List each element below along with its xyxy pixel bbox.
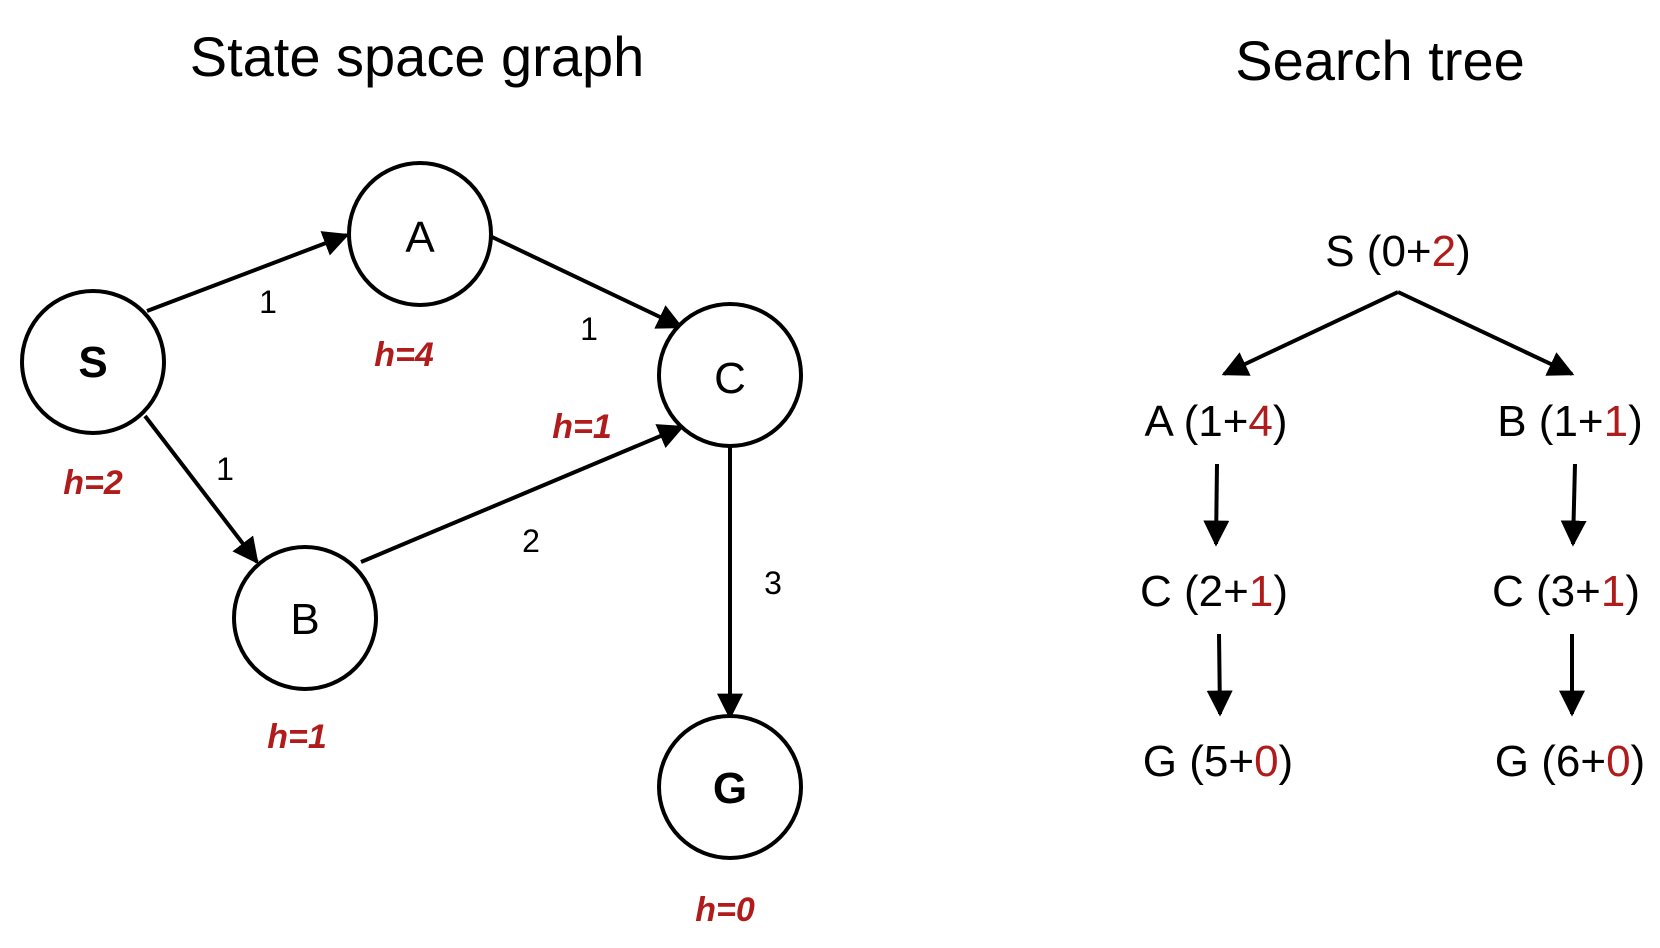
edge-a-c <box>489 234 684 329</box>
tree-node-left-2: G (5+0) <box>1143 737 1293 786</box>
edge-b-c <box>360 424 685 564</box>
node-circle-s <box>20 289 166 435</box>
node-label-b: B <box>290 595 319 644</box>
tree-edge-left-2 <box>1206 633 1233 717</box>
edge-weights: 1 1 1 2 3 <box>216 284 782 601</box>
weight-c-g: 3 <box>764 565 782 601</box>
heuristic-labels: h=2 h=4 h=1 h=1 h=0 <box>63 336 755 929</box>
heuristic-s: h=2 <box>63 464 123 502</box>
tree-edge-right-1 <box>1560 463 1587 547</box>
graph-node-s: S <box>20 289 166 435</box>
node-label-s: S <box>78 338 107 387</box>
weight-s-b: 1 <box>216 451 234 487</box>
edge-s-a <box>146 231 350 313</box>
node-label-c: C <box>714 354 746 403</box>
tree-edge-left-1 <box>1203 463 1230 547</box>
tree-title: Search tree <box>1235 29 1525 92</box>
edge-s-b <box>143 414 259 565</box>
graph-node-a: A <box>347 161 493 307</box>
tree-node-left-0: A (1+4) <box>1144 397 1287 446</box>
node-label-g: G <box>713 764 747 813</box>
heuristic-b: h=1 <box>267 718 327 756</box>
heuristic-c: h=1 <box>552 408 612 446</box>
weight-a-c: 1 <box>580 311 598 347</box>
node-circle-a <box>347 161 493 307</box>
node-circle-b <box>232 545 378 691</box>
weight-b-c: 2 <box>522 523 540 559</box>
heuristic-a: h=4 <box>374 336 434 374</box>
heuristic-g: h=0 <box>695 891 755 929</box>
tree-node-right-1: C (3+1) <box>1492 567 1640 616</box>
tree-labels: S (0+2) A (1+4) C (2+1) G (5+0) B (1+1) … <box>1140 227 1645 786</box>
tree-node-left-1: C (2+1) <box>1140 567 1288 616</box>
tree-edge-root-left <box>1221 290 1399 376</box>
tree-node-root: S (0+2) <box>1325 227 1471 276</box>
tree-edge-root-right <box>1397 290 1575 376</box>
tree-node-right-2: G (6+0) <box>1495 737 1645 786</box>
graph-edges <box>143 231 743 720</box>
graph-node-g: G <box>657 714 803 860</box>
node-circle-g <box>657 714 803 860</box>
graph-title: State space graph <box>190 25 645 88</box>
tree-node-right-0: B (1+1) <box>1497 397 1643 446</box>
graph-node-b: B <box>232 545 378 691</box>
graph-node-c: C <box>657 302 803 448</box>
weight-s-a: 1 <box>259 284 277 320</box>
node-label-a: A <box>405 213 435 262</box>
node-circle-c <box>657 302 803 448</box>
tree-edges <box>1203 290 1587 717</box>
